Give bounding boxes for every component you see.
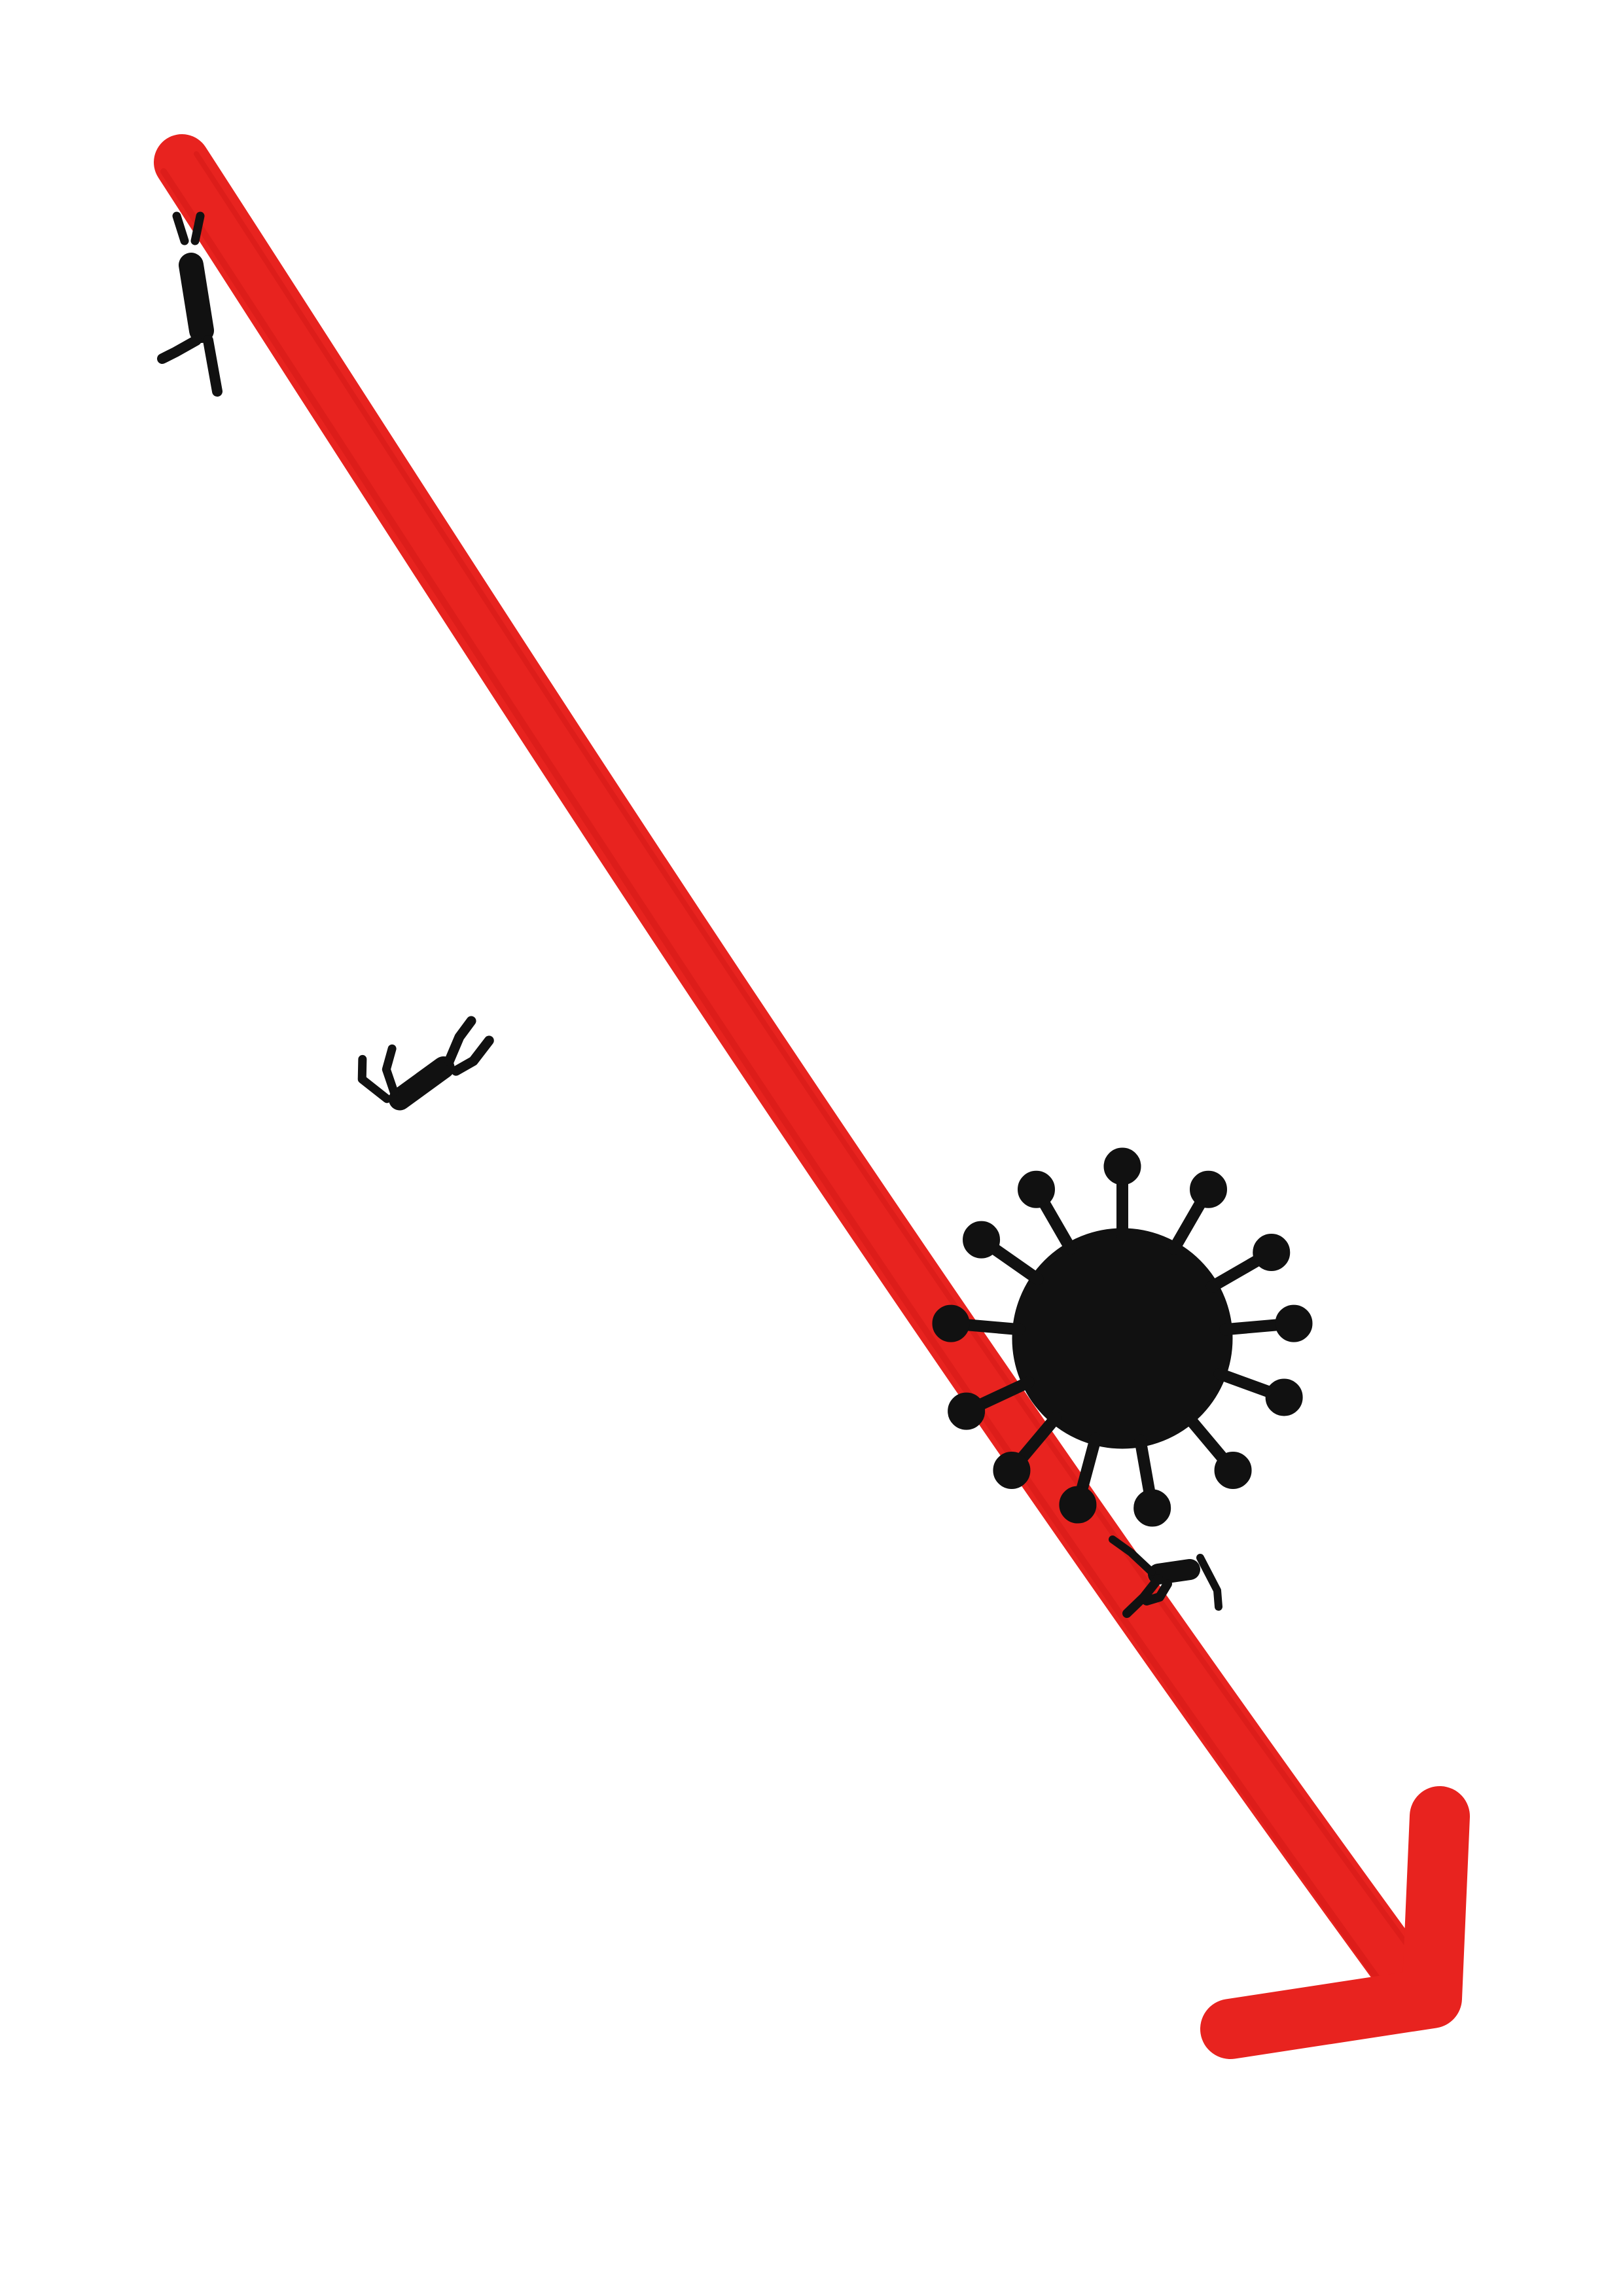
virus-spike-tip xyxy=(1133,1489,1171,1527)
downward-trend-arrow xyxy=(154,134,1470,2059)
virus-spike-tip xyxy=(1018,1170,1055,1208)
arrow-shaft xyxy=(154,134,1429,1998)
virus-spike-tip xyxy=(1214,1451,1252,1489)
falling-person-arms xyxy=(357,1044,399,1103)
falling-person-body xyxy=(388,1056,455,1111)
falling-person-body xyxy=(1148,1559,1200,1585)
virus-spike-tip xyxy=(1253,1234,1291,1271)
falling-person-icon xyxy=(357,1016,494,1111)
virus-spike-tip xyxy=(1103,1147,1141,1185)
falling-person-arms xyxy=(1109,1535,1222,1611)
coronavirus-icon xyxy=(932,1147,1313,1527)
falling-person-legs xyxy=(444,1016,494,1076)
hanging-person-icon xyxy=(157,211,223,397)
virus-spike-tip xyxy=(1059,1486,1097,1524)
virus-spike-tip xyxy=(963,1221,1001,1259)
virus-spike-tip xyxy=(1190,1170,1227,1208)
hanging-person-body xyxy=(179,253,214,343)
virus-core xyxy=(1012,1228,1233,1449)
arrow-shaft-texture xyxy=(160,168,1384,1986)
arrow-shaft-texture xyxy=(194,151,1416,1956)
arrow-head xyxy=(1200,1786,1470,2059)
hanging-person-legs xyxy=(157,335,223,397)
virus-spike-tip xyxy=(948,1392,986,1430)
hanging-person-arms xyxy=(172,211,205,245)
virus-spike-tip xyxy=(993,1451,1031,1489)
virus-spike-tip xyxy=(1265,1378,1303,1416)
falling-person-legs xyxy=(1122,1574,1172,1618)
virus-spike-tip xyxy=(932,1304,970,1342)
virus-spike-tip xyxy=(1275,1304,1313,1342)
falling-person-icon xyxy=(1109,1535,1222,1618)
